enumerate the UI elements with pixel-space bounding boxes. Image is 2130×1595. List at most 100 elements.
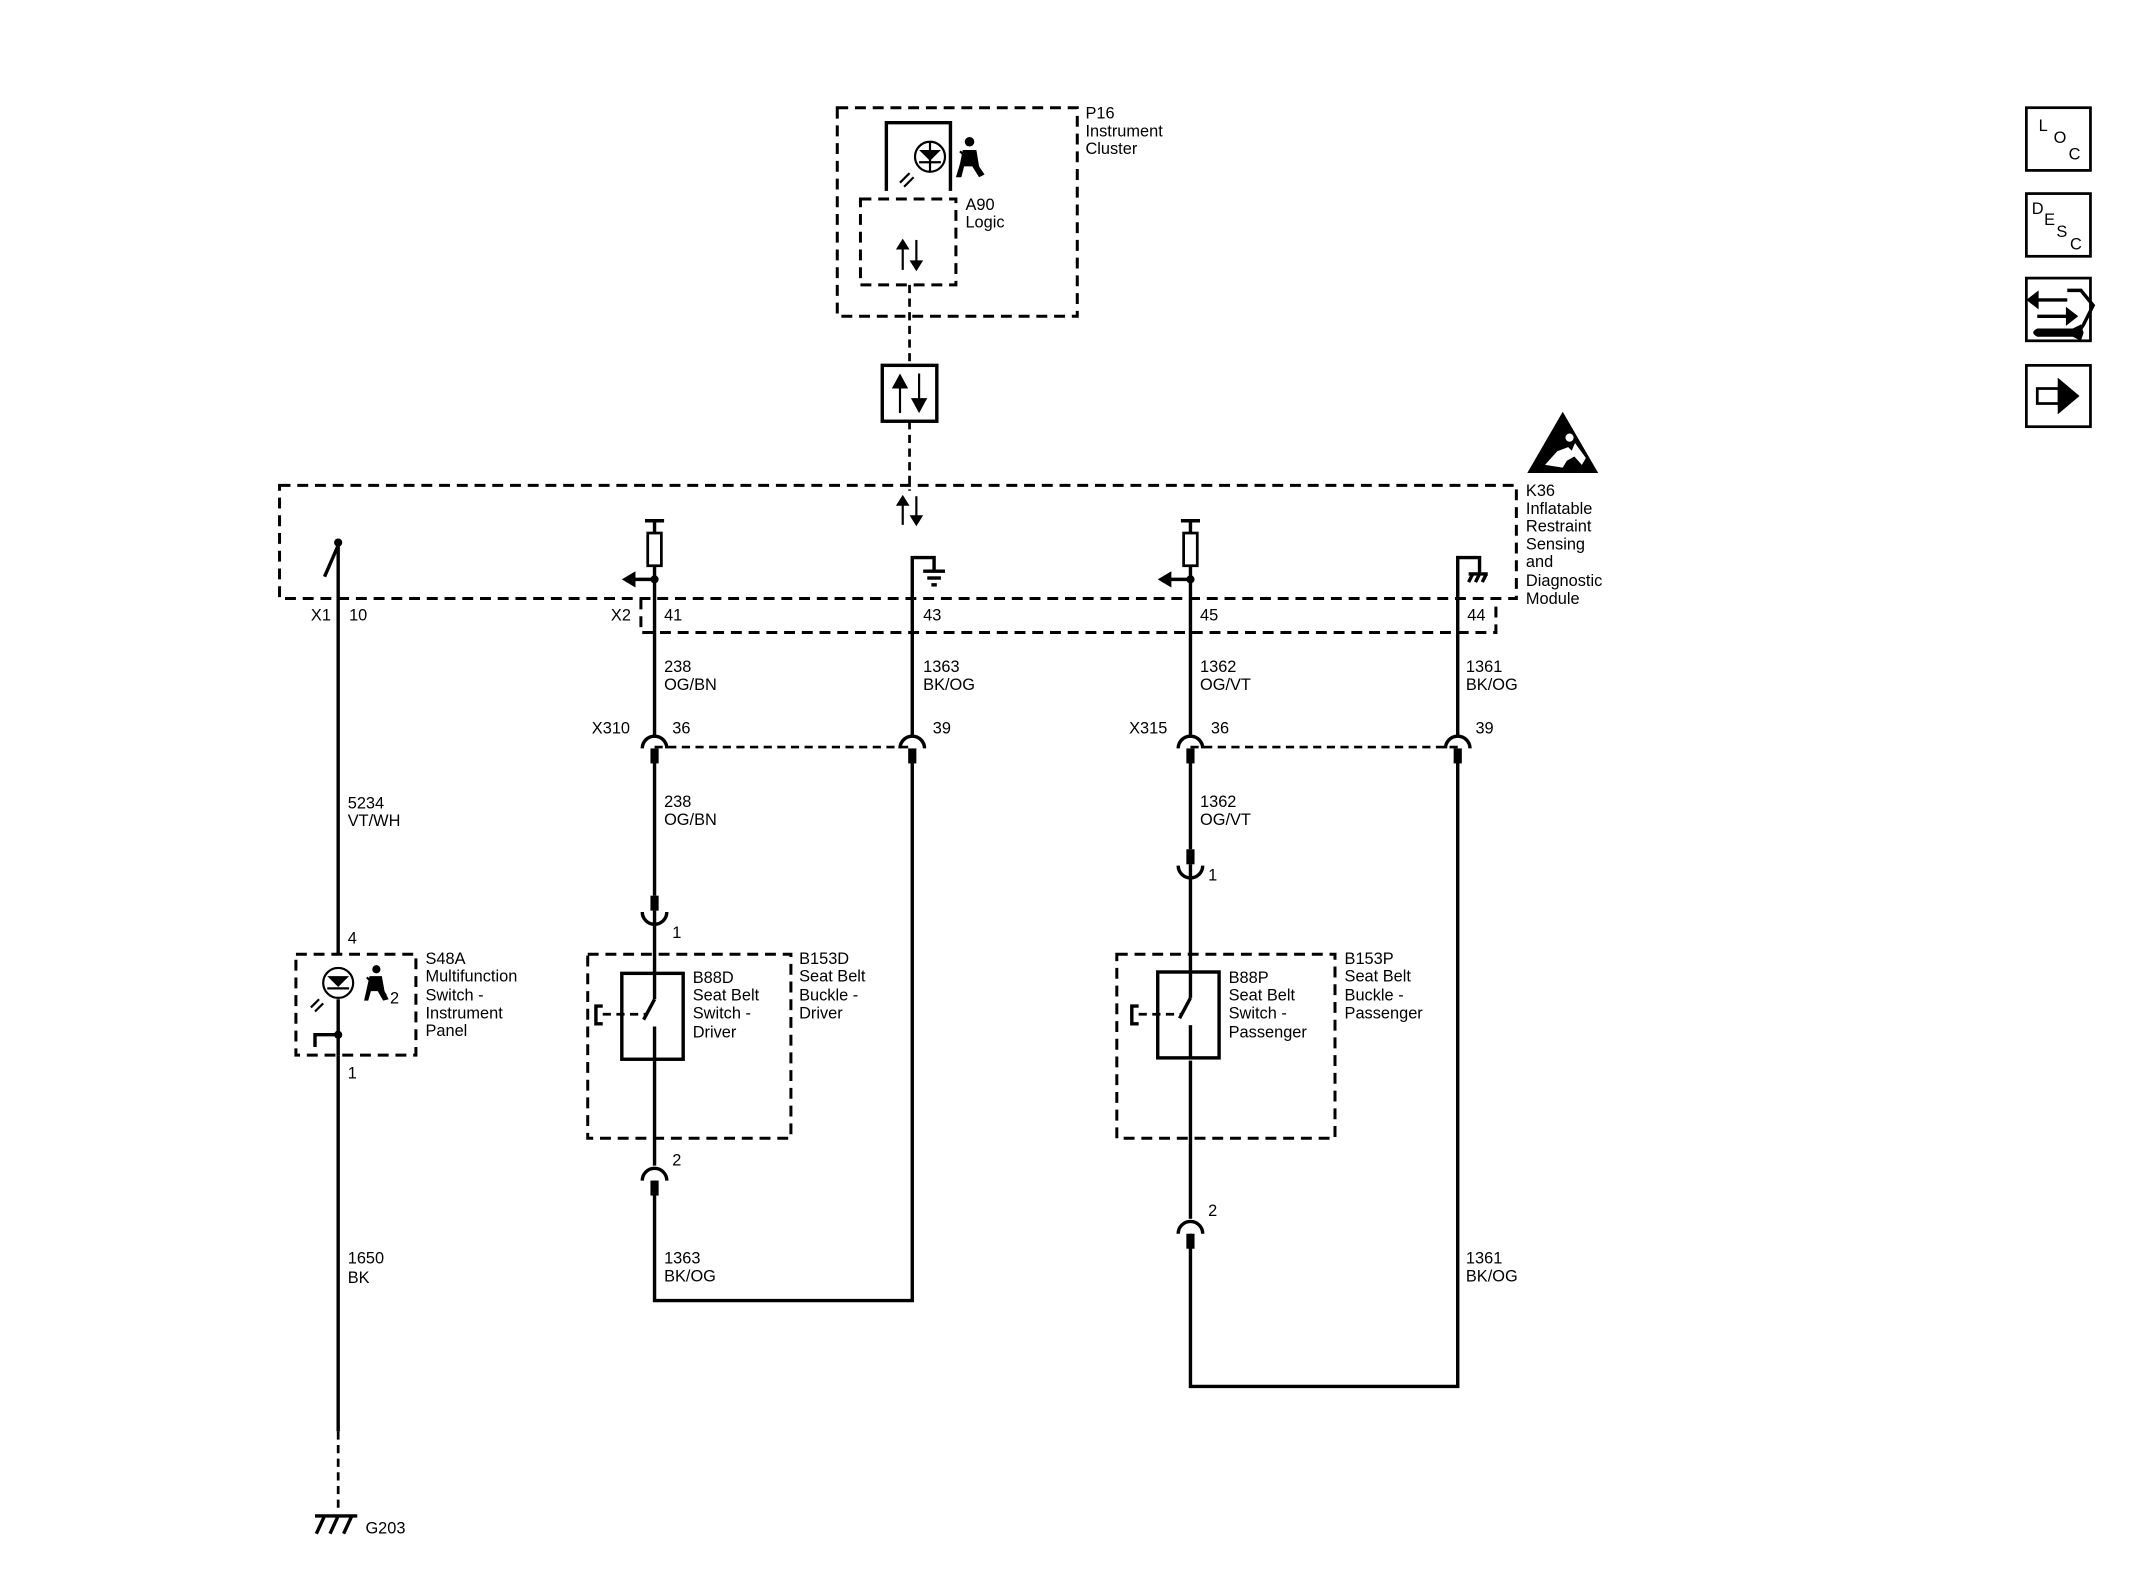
k36-name-line-1: Inflatable xyxy=(1526,500,1592,518)
b153p-name-line-1: Seat Belt xyxy=(1345,968,1412,986)
pin-k36-45-label: 45 xyxy=(1200,606,1218,624)
svg-text:S: S xyxy=(2056,223,2067,241)
wire-1362-upper-circuit: 1362 xyxy=(1200,658,1236,676)
arrow-right-icon xyxy=(2035,377,2080,415)
wire-238-lower-color: OG/BN xyxy=(664,811,717,829)
p16-name-line-2: Cluster xyxy=(1085,140,1137,158)
wire-1361-lower-color: BK/OG xyxy=(1466,1267,1518,1285)
circuit-1361-wire: 1361 BK/OG 1361 BK/OG xyxy=(1188,598,1518,1389)
description-icon: D E S C xyxy=(2032,200,2082,253)
wire-1363-lower-circuit: 1363 xyxy=(664,1250,700,1268)
location-icon: L O C xyxy=(2039,117,2081,164)
p16-instrument-cluster: P16 Instrument Cluster A90 Logic xyxy=(835,105,1163,318)
pin-k36-43-label: 43 xyxy=(923,606,941,624)
connector-x315: X315 36 39 xyxy=(1129,719,1494,764)
seatbelt-indicator-lamp-icon xyxy=(884,120,953,191)
pin-s48a-4-label: 4 xyxy=(348,929,357,947)
s48a-lamp-icon xyxy=(310,966,355,1013)
connector-x2-label: X2 xyxy=(611,606,631,624)
g203-ground: G203 xyxy=(314,1514,405,1538)
s48a-lamp-number: 2 xyxy=(390,989,399,1007)
k36-name-line-6: Module xyxy=(1526,590,1580,608)
s48a-id-label: S48A xyxy=(425,950,465,968)
svg-text:O: O xyxy=(2054,129,2067,147)
pin-k36-44-label: 44 xyxy=(1467,606,1485,624)
loc-button[interactable]: L O C xyxy=(2024,106,2092,172)
k36-name-line-4: and xyxy=(1526,553,1553,571)
k36-pullup-resistor-45-icon xyxy=(1157,519,1200,599)
wire-238-upper-color: OG/BN xyxy=(664,676,717,694)
wire-1362-lower-circuit: 1362 xyxy=(1200,793,1236,811)
k36-module: K36 Inflatable Restraint Sensing and Dia… xyxy=(278,411,1602,635)
pin-b153p-2-label: 2 xyxy=(1208,1202,1217,1220)
b153d-name-line-3: Driver xyxy=(799,1004,843,1022)
pin-x315-39-label: 39 xyxy=(1475,719,1493,737)
k36-internal-switch-icon xyxy=(322,538,343,599)
b153p-id-label: B153P xyxy=(1345,950,1394,968)
b88d-name-line-3: Driver xyxy=(693,1023,737,1041)
wire-238-upper-circuit: 238 xyxy=(664,658,691,676)
wire-1362-upper-color: OG/VT xyxy=(1200,676,1251,694)
connector-x310: X310 36 39 xyxy=(592,719,951,764)
circuit-1363-wire: 1363 BK/OG 1363 BK/OG xyxy=(652,598,975,1303)
serial-data-link xyxy=(880,284,939,527)
k36-id-label: K36 xyxy=(1526,482,1555,500)
b88d-name-line-1: Seat Belt xyxy=(693,987,760,1005)
pin-x310-36-label: 36 xyxy=(672,719,690,737)
wire-1361-lower-circuit: 1361 xyxy=(1466,1250,1502,1268)
s48a-seatbelt-person-icon xyxy=(364,965,389,1001)
svg-text:L: L xyxy=(2039,117,2048,135)
b153d-seat-belt-buckle-driver: B153D Seat Belt Buckle - Driver B88D Sea… xyxy=(586,950,866,1140)
a90-id-label: A90 xyxy=(965,196,994,214)
s48a-name-line-4: Panel xyxy=(425,1022,467,1040)
k36-pullup-resistor-41-icon xyxy=(621,519,665,599)
wire-1363-upper-circuit: 1363 xyxy=(923,658,959,676)
b153d-name-line-2: Buckle - xyxy=(799,987,858,1005)
svg-text:C: C xyxy=(2069,146,2081,164)
s48a-name-line-1: Multifunction xyxy=(425,968,517,986)
circuit-1362-wire: 1362 OG/VT 1362 OG/VT xyxy=(1188,598,1251,974)
k36-name-line-5: Diagnostic xyxy=(1526,572,1602,590)
wire-1362-lower-color: OG/VT xyxy=(1200,811,1251,829)
wire-1361-upper-color: BK/OG xyxy=(1466,676,1518,694)
s48a-name-line-2: Switch - xyxy=(425,987,483,1005)
circuit-5234-wire: 5234 VT/WH xyxy=(336,598,401,955)
connector-wrench-button[interactable] xyxy=(2024,276,2096,343)
b88p-name-line-1: Seat Belt xyxy=(1229,987,1296,1005)
pin-k36-10-label: 10 xyxy=(349,606,367,624)
wire-238-lower-circuit: 238 xyxy=(664,793,691,811)
s48a-multifunction-switch: 4 1 S48A Multifunction Switch - Instrume… xyxy=(294,929,517,1082)
k36-chassis-ground-44-icon xyxy=(1456,555,1488,599)
ground-icon xyxy=(314,1514,358,1535)
circuit-238-wire: 238 OG/BN 238 OG/BN xyxy=(652,598,717,974)
wire-5234-color: VT/WH xyxy=(348,812,401,830)
svg-text:C: C xyxy=(2070,235,2082,253)
svg-text:E: E xyxy=(2044,211,2055,229)
serial-data-icon xyxy=(880,363,939,423)
wire-1650-circuit: 1650 xyxy=(348,1250,384,1268)
bidirectional-arrows-icon xyxy=(895,238,924,272)
desc-button[interactable]: D E S C xyxy=(2024,192,2092,258)
b88p-name-line-3: Passenger xyxy=(1229,1023,1308,1041)
b153p-name-line-3: Passenger xyxy=(1345,1004,1424,1022)
switch-contact-icon xyxy=(1130,971,1193,1058)
wire-1650-color: BK xyxy=(348,1269,370,1287)
b153p-connector-pins: 1 2 xyxy=(1176,849,1217,1249)
connector-x310-label: X310 xyxy=(592,719,630,737)
wire-1361-upper-circuit: 1361 xyxy=(1466,658,1502,676)
wire-1363-lower-color: BK/OG xyxy=(664,1267,716,1285)
next-button[interactable] xyxy=(2024,363,2092,429)
b153p-name-line-2: Buckle - xyxy=(1345,987,1404,1005)
b88p-id-label: B88P xyxy=(1229,969,1269,987)
b88p-name-line-2: Switch - xyxy=(1229,1004,1287,1022)
s48a-switch-icon xyxy=(313,999,343,1056)
p16-name-line-1: Instrument xyxy=(1085,122,1163,140)
wire-1363-upper-color: BK/OG xyxy=(923,676,975,694)
s48a-name-line-3: Instrument xyxy=(425,1004,503,1022)
switch-contact-icon xyxy=(594,973,657,1060)
seatbelt-person-icon xyxy=(955,137,985,178)
circuit-1650-wire: 1650 BK xyxy=(336,1055,384,1514)
pin-b153p-1-label: 1 xyxy=(1208,867,1217,885)
k36-name-line-2: Restraint xyxy=(1526,518,1592,536)
